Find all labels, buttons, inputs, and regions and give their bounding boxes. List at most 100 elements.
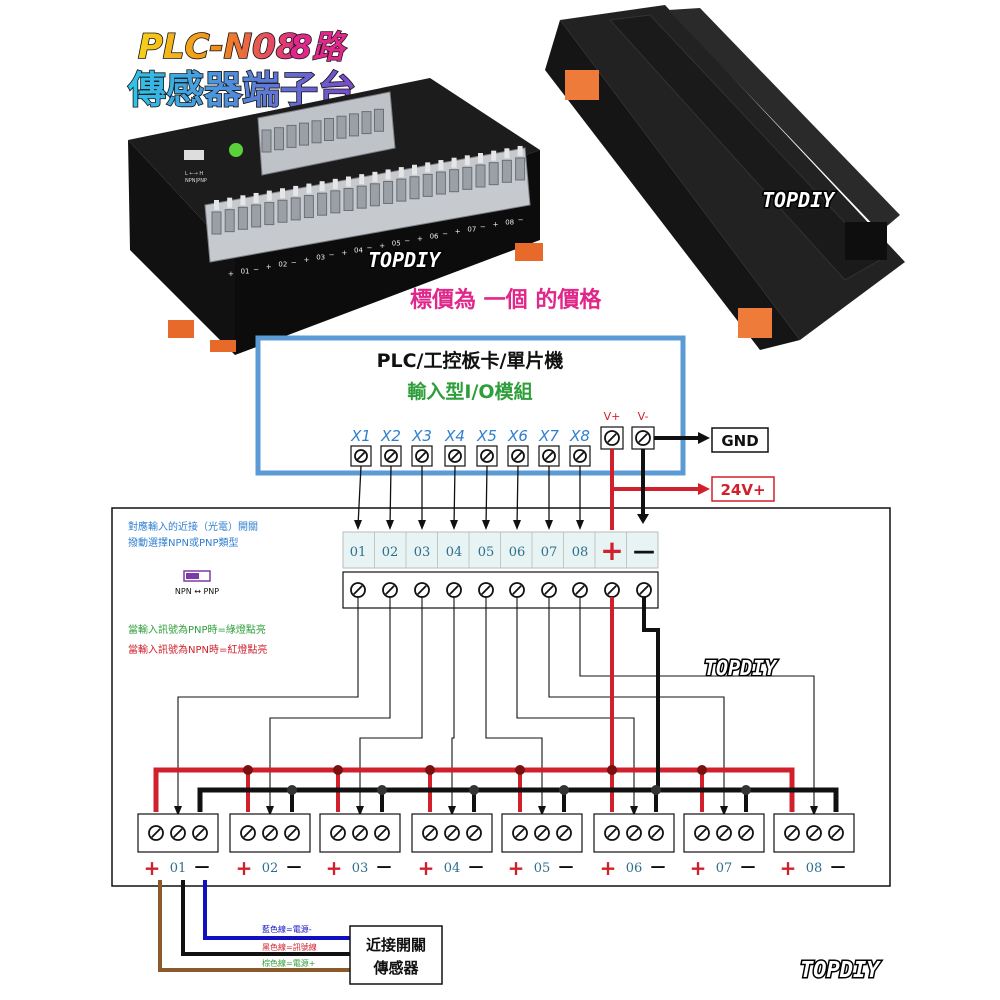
junction-dot (515, 765, 525, 775)
output-terminal-02-signal[interactable] (262, 825, 278, 841)
output-terminal-07-signal[interactable] (716, 825, 732, 841)
output-terminal-05-minus[interactable] (556, 825, 572, 841)
arrow-head (545, 520, 553, 530)
plc-input-terminal-x5[interactable] (480, 449, 494, 463)
input-terminal-01[interactable] (350, 582, 366, 598)
photo-terminal-pin (261, 129, 272, 153)
signal-route-wire (451, 597, 455, 812)
arrow-head (354, 520, 362, 530)
photo-terminal-pin (251, 204, 262, 228)
input-terminal-04[interactable] (446, 582, 462, 598)
output-terminal-01-signal[interactable] (170, 825, 186, 841)
junction-dot (333, 765, 343, 775)
sensor-wire-brown (158, 880, 350, 972)
junction-dot (697, 765, 707, 775)
photo-terminal-pin (409, 176, 420, 200)
output-terminal-01-minus[interactable] (192, 825, 208, 841)
photo-terminal-label: 07 (467, 225, 476, 233)
input-terminal-03[interactable] (414, 582, 430, 598)
output-terminal-03-plus[interactable] (330, 825, 346, 841)
din-clip (738, 308, 772, 338)
input-minus-label: — (633, 539, 655, 564)
input-terminal-08[interactable] (572, 582, 588, 598)
photo-terminal-lever (464, 155, 470, 166)
input-terminal-07[interactable] (541, 582, 557, 598)
input-terminal-06[interactable] (509, 582, 525, 598)
output-terminal-04-minus[interactable] (466, 825, 482, 841)
photo-terminal-pin (435, 171, 446, 195)
output-terminal-06-plus[interactable] (604, 825, 620, 841)
output-terminal-02-plus[interactable] (240, 825, 256, 841)
arrow-head (448, 806, 456, 816)
channel-count: 8路 (290, 28, 348, 66)
product-photo-top-view: L ←→ H NPN|PNP +01−+02−+03−+04−+05−+06−+… (128, 78, 543, 355)
output-terminal-group-06: +06— (593, 813, 675, 880)
plc-input-label-x4: X4 (444, 427, 465, 445)
arrow-head (576, 520, 584, 530)
output-terminal-08-plus[interactable] (784, 825, 800, 841)
photo-terminal-label: − (480, 223, 486, 231)
photo-terminal-pin (349, 113, 359, 137)
output-terminal-07-minus[interactable] (738, 825, 754, 841)
photo-terminal-pin (383, 180, 394, 204)
output-terminal-04-signal[interactable] (444, 825, 460, 841)
photo-terminal-pin (330, 190, 341, 214)
output-terminal-05-signal[interactable] (534, 825, 550, 841)
photo-terminal-label: 01 (241, 268, 250, 276)
output-terminal-03-signal[interactable] (352, 825, 368, 841)
plc-input-terminal-x3[interactable] (415, 449, 429, 463)
photo-terminal-lever (227, 197, 233, 208)
plc-subtitle: 輸入型I/O模組 (407, 380, 532, 403)
output-channel-label: 08 (806, 861, 823, 876)
signal-link-wire (389, 465, 392, 527)
plc-vminus-terminal[interactable] (635, 430, 651, 446)
input-terminal-05[interactable] (478, 582, 494, 598)
photo-terminal-lever (491, 150, 497, 161)
photo-terminal-pin (286, 124, 297, 148)
plc-input-terminal-x2[interactable] (384, 449, 398, 463)
output-terminal-group-02: +02— (229, 813, 311, 880)
junction-dot (741, 785, 751, 795)
output-plus-label: + (600, 856, 617, 880)
photo-terminal-pin (324, 118, 334, 141)
output-minus-label: — (559, 857, 574, 875)
output-terminal-08-minus[interactable] (828, 825, 844, 841)
photo-terminal-label: + (304, 256, 310, 264)
photo-switch-label: NPN|PNP (185, 178, 207, 184)
output-terminal-01-plus[interactable] (148, 825, 164, 841)
plc-input-terminal-x6[interactable] (511, 449, 525, 463)
sensor-name-1: 近接開關 (366, 936, 426, 954)
output-channel-label: 03 (352, 861, 369, 876)
input-terminal-02[interactable] (382, 582, 398, 598)
photo-terminal-pin (515, 157, 526, 181)
photo-terminal-pin (237, 206, 248, 230)
photo-terminal-lever (293, 185, 299, 196)
output-terminal-06-minus[interactable] (648, 825, 664, 841)
plc-input-label-x6: X6 (507, 427, 528, 445)
plc-vplus-terminal[interactable] (604, 430, 620, 446)
input-channel-label: 08 (572, 545, 589, 560)
arrow-head (174, 806, 182, 816)
output-terminal-03-minus[interactable] (374, 825, 390, 841)
signal-link-wire (516, 465, 519, 527)
wire-blue-label: 藍色線=電源- (262, 924, 312, 934)
output-terminal-08-signal[interactable] (806, 825, 822, 841)
output-terminal-02-minus[interactable] (284, 825, 300, 841)
output-terminal-05-plus[interactable] (512, 825, 528, 841)
input-terminal-minus[interactable] (636, 582, 652, 598)
photo-terminal-label: 06 (430, 232, 439, 240)
output-terminal-06-signal[interactable] (626, 825, 642, 841)
output-terminal-04-plus[interactable] (422, 825, 438, 841)
arrow-head (538, 806, 546, 816)
plc-input-terminal-x1[interactable] (354, 449, 368, 463)
plc-input-label-x8: X8 (569, 427, 590, 445)
plc-input-terminal-x7[interactable] (542, 449, 556, 463)
plc-input-terminal-x4[interactable] (448, 449, 462, 463)
photo-terminal-pin (274, 127, 284, 151)
input-terminal-plus[interactable] (604, 582, 620, 598)
photo-terminal-lever (425, 162, 431, 173)
plc-input-terminal-x8[interactable] (573, 449, 587, 463)
photo-terminal-label: + (266, 263, 272, 271)
output-terminal-07-plus[interactable] (694, 825, 710, 841)
